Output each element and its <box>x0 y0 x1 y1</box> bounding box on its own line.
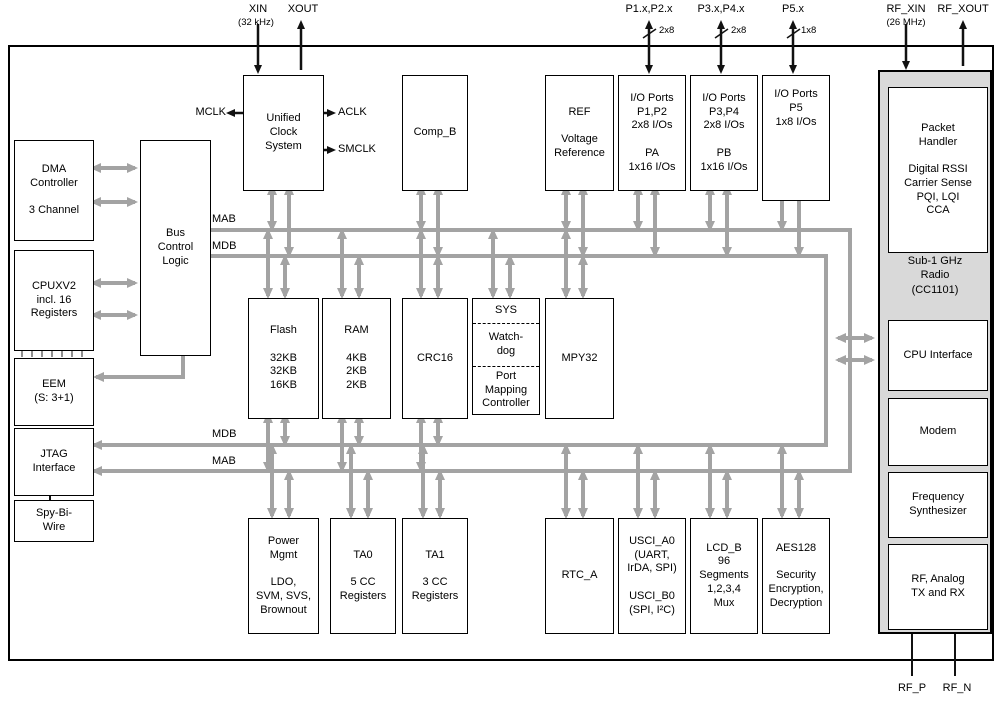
rf-xout-pin-label: RF_XOUT <box>937 3 989 15</box>
mdb-bottom-label: MDB <box>212 428 237 440</box>
crc16-block: CRC16 <box>402 298 468 419</box>
usci-block: USCI_A0 (UART, IrDA, SPI) USCI_B0 (SPI, … <box>618 518 686 634</box>
io-ports-p3-p4-block: I/O Ports P3,P4 2x8 I/Os PB 1x16 I/Os <box>690 75 758 191</box>
ref-voltage-reference-block: REF Voltage Reference <box>545 75 614 191</box>
p34-pin-label: P3.x,P4.x <box>697 3 745 15</box>
ta0-block: TA0 5 CC Registers <box>330 518 396 634</box>
ram-block: RAM 4KB 2KB 2KB <box>322 298 391 419</box>
smclk-label: SMCLK <box>338 143 376 155</box>
dma-controller-block: DMA Controller 3 Channel <box>14 140 94 241</box>
aclk-label: ACLK <box>338 106 367 118</box>
mab-bottom-label: MAB <box>212 455 236 467</box>
ta1-block: TA1 3 CC Registers <box>402 518 468 634</box>
eem-feed <box>93 350 185 382</box>
rf-n-pin-label: RF_N <box>942 682 972 694</box>
p34-bus-slash <box>714 28 729 39</box>
modem-block: Modem <box>888 398 988 466</box>
rf-xin-pin-label: RF_XIN <box>886 3 926 15</box>
sys-title: SYS <box>494 304 517 317</box>
mab-top-label: MAB <box>212 213 236 225</box>
rf-xin-freq-label: (26 MHz) <box>886 17 926 28</box>
radio-module-title: Sub-1 GHz Radio (CC1101) <box>907 255 963 296</box>
rf-analog-tx-rx-block: RF, Analog TX and RX <box>888 544 988 630</box>
rtc-a-block: RTC_A <box>545 518 614 634</box>
cpu-block: CPUXV2 incl. 16 Registers <box>14 250 94 351</box>
xout-pin-label: XOUT <box>287 3 319 15</box>
sys-block: SYS Watch- dog Port Mapping Controller <box>472 298 540 415</box>
lcd-b-block: LCD_B 96 Segments 1,2,3,4 Mux <box>690 518 758 634</box>
rf-p-pin-label: RF_P <box>897 682 927 694</box>
xin-pin-label: XIN <box>248 3 268 15</box>
mpy32-block: MPY32 <box>545 298 614 419</box>
power-mgmt-block: Power Mgmt LDO, SVM, SVS, Brownout <box>248 518 319 634</box>
sys-watchdog: Watch- dog <box>473 323 539 366</box>
p12-width-label: 2x8 <box>659 25 675 36</box>
p5-pin-label: P5.x <box>781 3 805 15</box>
spy-bi-wire-block: Spy-Bi- Wire <box>14 500 94 542</box>
p34-width-label: 2x8 <box>731 25 747 36</box>
flash-block: Flash 32KB 32KB 16KB <box>248 298 319 419</box>
sys-port-mapping-controller: Port Mapping Controller <box>473 366 539 414</box>
frequency-synthesizer-block: Frequency Synthesizer <box>888 472 988 538</box>
p12-pin-label: P1.x,P2.x <box>625 3 673 15</box>
p5-width-label: 1x8 <box>801 25 817 36</box>
cpu-eem-signal-comb <box>21 346 83 357</box>
packet-handler-block: Packet Handler Digital RSSI Carrier Sens… <box>888 87 988 253</box>
mclk-label: MCLK <box>195 106 226 118</box>
cpu-interface-block: CPU Interface <box>888 320 988 391</box>
jtag-interface-block: JTAG Interface <box>14 428 94 496</box>
mdb-top-label: MDB <box>212 240 237 252</box>
comp-b-block: Comp_B <box>402 75 468 191</box>
io-ports-p5-block: I/O Ports P5 1x8 I/Os <box>762 75 830 201</box>
xin-freq-label: (32 kHz) <box>238 17 274 28</box>
unified-clock-system-block: Unified Clock System <box>243 75 324 191</box>
p12-bus-slash <box>642 28 657 39</box>
p5-bus-slash <box>786 28 801 39</box>
io-ports-p1-p2-block: I/O Ports P1,P2 2x8 I/Os PA 1x16 I/Os <box>618 75 686 191</box>
eem-block: EEM (S: 3+1) <box>14 358 94 426</box>
sub-1ghz-radio-module: Packet Handler Digital RSSI Carrier Sens… <box>878 70 992 634</box>
bus-control-logic-block: Bus Control Logic <box>140 140 211 356</box>
aes128-block: AES128 Security Encryption, Decryption <box>762 518 830 634</box>
